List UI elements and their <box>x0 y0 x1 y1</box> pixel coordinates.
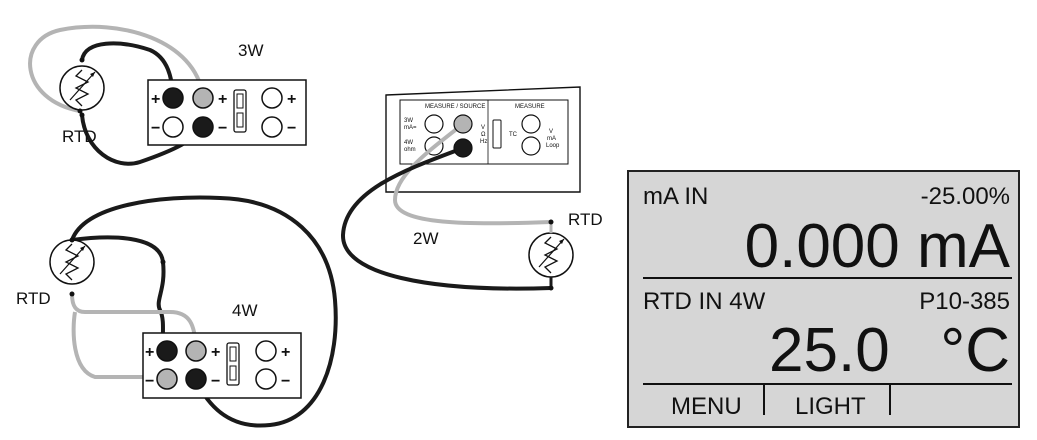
two-wire-label: 2W <box>413 229 439 248</box>
mode-top: mA IN <box>643 183 709 210</box>
softkey-light[interactable]: LIGHT <box>795 393 866 420</box>
four-wire-gray-lead-2 <box>71 311 165 379</box>
three-wire-plus-mid: + <box>218 91 227 108</box>
softkey-menu[interactable]: MENU <box>671 393 742 420</box>
three-wire-minus-mid: − <box>218 120 227 137</box>
four-wire-minus-left: − <box>145 373 154 390</box>
mode-bottom: RTD IN 4W <box>643 288 766 315</box>
three-wire-label: 3W <box>238 41 264 60</box>
rtd-sensor-icon <box>49 239 95 285</box>
lcd-divider-top <box>643 277 1012 279</box>
panel-4w-label: 4W <box>404 140 413 146</box>
four-wire-black-lead <box>71 235 166 350</box>
four-wire-label: 4W <box>232 301 258 320</box>
four-wire-plus-left: + <box>145 344 154 361</box>
measure-source-label: MEASURE / SOURCE <box>425 104 485 110</box>
four-wire-black-loop <box>70 195 338 428</box>
three-wire-rtd-label: RTD <box>62 127 97 146</box>
panel-ohm-label: ohm <box>404 147 416 153</box>
two-wire-rtd-label: RTD <box>568 210 603 229</box>
four-wire-rtd-label: RTD <box>16 289 51 308</box>
panel-3w-label: 3W <box>404 118 413 124</box>
three-wire-minus-right: − <box>287 120 296 137</box>
three-wire-connection: RTD + − + − + − 3W <box>28 24 307 166</box>
reading-bottom-unit: °C <box>940 316 1010 385</box>
lcd-display: mA IN -25.00% 0.000 mA RTD IN 4W P10-385… <box>627 170 1020 428</box>
two-wire-gray-lead <box>392 122 552 226</box>
measure-label: MEASURE <box>515 104 545 110</box>
reading-top: 0.000 mA <box>744 212 1010 281</box>
four-wire-plus-mid: + <box>211 344 220 361</box>
three-wire-black-lead-1 <box>80 41 175 97</box>
three-wire-gray-lead <box>28 24 205 113</box>
three-wire-plus-left: + <box>151 91 160 108</box>
four-wire-minus-right: − <box>281 373 290 390</box>
probe-type: P10-385 <box>919 288 1010 315</box>
panel-omega-label: Ω <box>481 132 486 138</box>
panel-v-label: V <box>481 125 485 131</box>
softkey-separator-2 <box>889 385 891 415</box>
panel-tc-label: TC <box>509 132 518 138</box>
rtd-sensor-icon <box>59 65 105 111</box>
panel-hz-label: Hz <box>480 139 487 145</box>
three-wire-minus-left: − <box>151 120 160 137</box>
softkey-separator-1 <box>763 385 765 415</box>
three-wire-plus-right: + <box>287 91 296 108</box>
lcd-divider-bottom <box>643 383 1012 385</box>
rtd-sensor-icon <box>528 232 574 278</box>
four-wire-connection: RTD + − + − + − 4W <box>16 195 338 428</box>
panel-right-ma-label: mA <box>547 136 556 142</box>
percent-readout: -25.00% <box>920 183 1010 210</box>
four-wire-plus-right: + <box>281 344 290 361</box>
reading-bottom-value: 25.0 <box>769 316 890 385</box>
four-wire-gray-lead-1 <box>70 293 198 350</box>
panel-right-v-label: V <box>549 129 553 135</box>
panel-ma-label: mA= <box>404 125 417 131</box>
panel-loop-label: Loop <box>546 143 560 149</box>
two-wire-connection: MEASURE / SOURCE MEASURE 3W mA= 4W ohm V… <box>340 86 603 291</box>
four-wire-minus-mid: − <box>211 373 220 390</box>
two-wire-black-lead <box>340 146 552 291</box>
